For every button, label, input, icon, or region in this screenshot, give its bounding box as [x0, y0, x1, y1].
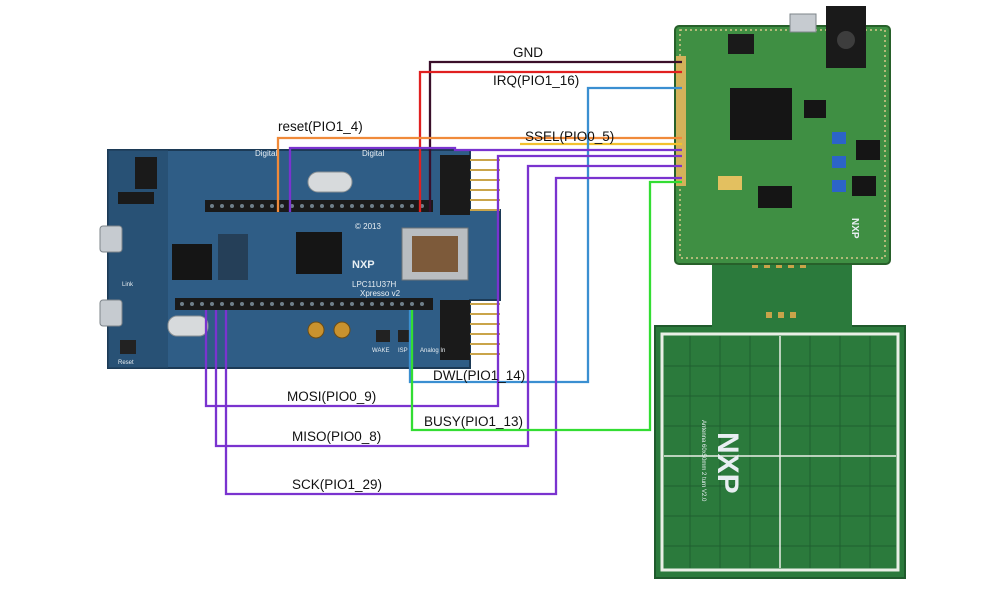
lpc-top-header [205, 200, 433, 212]
wire-sck [224, 176, 682, 496]
label-mosi: MOSI(PIO0_9) [287, 389, 376, 404]
label-reset: reset(PIO1_4) [278, 119, 363, 134]
silk-digital-2: Digital [362, 149, 384, 158]
nfc-logo: NXP [849, 218, 860, 239]
nfc-usb [789, 13, 817, 33]
wire-reset-purple [288, 146, 682, 212]
lpc-board: Digital Digital © 2013 NXP LPC11U37H Xpr… [99, 149, 501, 369]
silk-reset: Reset [118, 360, 134, 366]
silk-isp: ISP [398, 348, 408, 354]
antenna-logo: NXP [711, 432, 744, 494]
silk-wake: WAKE [372, 348, 389, 354]
usb-connector [99, 225, 123, 253]
usb-connector [99, 299, 123, 327]
label-miso: MISO(PIO0_8) [292, 429, 381, 444]
wire-busy [410, 180, 682, 432]
wire-miso [214, 164, 682, 448]
wire-mosi [204, 154, 682, 408]
label-irq: IRQ(PIO1_16) [493, 73, 579, 88]
label-dwl: DWL(PIO1_14) [433, 368, 525, 383]
label-busy: BUSY(PIO1_13) [424, 414, 523, 429]
wires [204, 60, 682, 496]
silk-digital-1: Digital [255, 149, 277, 158]
wire-irq [418, 70, 682, 212]
label-ssel: SSEL(PIO0_5) [525, 129, 614, 144]
wire-reset [276, 136, 682, 212]
silk-link: Link [122, 282, 134, 288]
lpc-logo: NXP [352, 259, 375, 271]
silk-analog: Analog In [420, 348, 445, 354]
silk-model: LPC11U37H [352, 280, 397, 289]
wire-gnd [428, 60, 682, 212]
wire-dwl [408, 86, 682, 384]
antenna-text: Antenna 60x50mm 2 turn V2.0 [700, 420, 706, 502]
crystal [307, 171, 353, 193]
label-gnd: GND [513, 45, 543, 60]
nfc-mcu-chip [730, 88, 792, 140]
silk-series: Xpresso v2 [360, 289, 401, 298]
label-sck: SCK(PIO1_29) [292, 477, 382, 492]
debug-chip [172, 244, 212, 280]
wire-labels: GND IRQ(PIO1_16) reset(PIO1_4) SSEL(PIO0… [278, 45, 614, 492]
nfc-board: NXP Antenna 60x50mm 2 turn V2.0 NXP [654, 6, 906, 579]
mcu-chip [296, 232, 342, 274]
silk-copyright: © 2013 [355, 222, 381, 231]
